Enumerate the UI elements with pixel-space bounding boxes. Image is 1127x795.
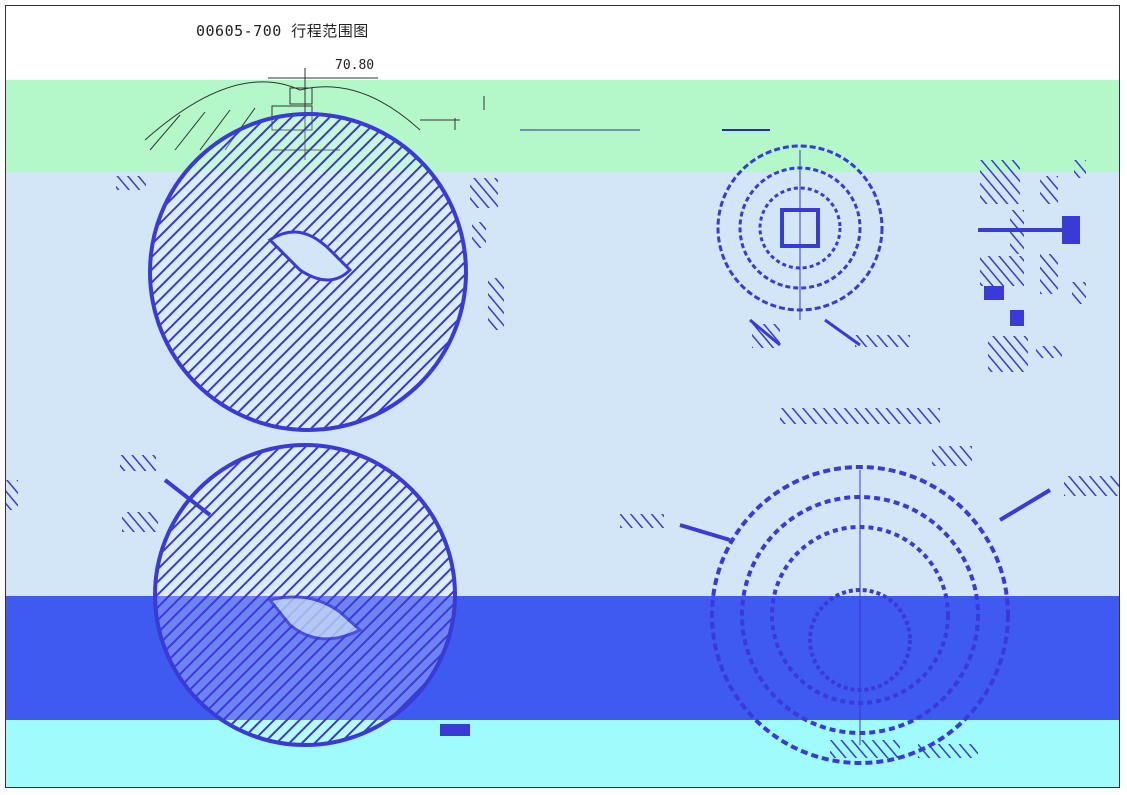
concentric-ring-lower-right — [620, 408, 1120, 765]
concentric-circle-upper — [716, 144, 910, 348]
top-mechanism-sketch — [144, 68, 770, 160]
hatched-circle-upper-left — [116, 112, 504, 432]
right-column-symbols — [978, 160, 1086, 372]
drawing-title: 00605-700 行程范围图 — [196, 22, 369, 40]
dimension-label: 70.80 — [335, 58, 375, 73]
hatched-circle-lower-left — [6, 443, 470, 747]
drawing-border — [5, 5, 1120, 788]
band-green — [6, 80, 1120, 172]
